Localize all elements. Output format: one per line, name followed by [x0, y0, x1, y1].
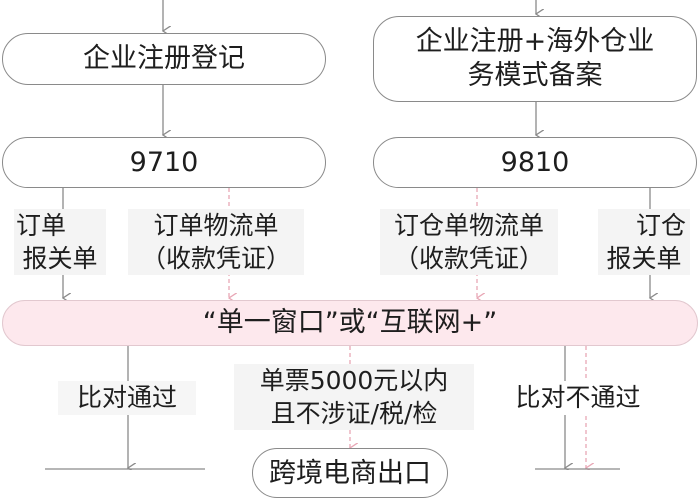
edge-label-line: 订单 — [16, 211, 67, 240]
edge-label-comparison-pass: 比对通过 — [58, 381, 196, 415]
edge-label-line: 且不涉证/税/检 — [270, 399, 438, 428]
edge-label-line: 单票5000元以内 — [259, 366, 449, 395]
edge-label-line: 报关单 — [606, 244, 682, 273]
single-window-label: “单一窗口”或“互联网+” — [202, 307, 498, 338]
code-9810-label: 9810 — [500, 146, 570, 178]
edge-label-line: （收款凭证） — [393, 244, 544, 273]
node-enterprise-registration: 企业注册登记 — [2, 33, 326, 85]
cross-border-export-label: 跨境电商出口 — [269, 458, 431, 489]
edge-label-simplified-declaration: 单票5000元以内 且不涉证/税/检 — [234, 364, 474, 430]
edge-label-line: 比对通过 — [76, 383, 177, 412]
node-enterprise-registration-label: 企业注册登记 — [83, 43, 245, 74]
edge-label-order-declaration-9710: 订单 报关单 — [14, 209, 106, 275]
edge-label-line: 订仓 — [635, 211, 686, 240]
edge-label-booking-declaration-9810: 订仓 报关单 — [598, 209, 690, 275]
node-enterprise-registration-overseas-warehouse: 企业注册+海外仓业 务模式备案 — [373, 16, 697, 102]
edge-label-line: 订单物流单 — [153, 211, 279, 240]
node-code-9810: 9810 — [373, 137, 697, 188]
node-overseas-line1: 企业注册+海外仓业 — [415, 26, 655, 57]
node-single-window: “单一窗口”或“互联网+” — [2, 300, 698, 346]
node-code-9710: 9710 — [2, 137, 326, 188]
edge-label-comparison-fail: 比对不通过 — [494, 381, 662, 415]
edge-label-line: 订仓单物流单 — [393, 211, 544, 240]
edge-label-line: 报关单 — [22, 244, 98, 273]
edge-label-booking-logistics-9810: 订仓单物流单 （收款凭证） — [380, 209, 558, 275]
node-cross-border-export: 跨境电商出口 — [252, 448, 448, 498]
node-overseas-line2: 务模式备案 — [467, 60, 603, 91]
edge-label-line: （收款凭证） — [140, 244, 291, 273]
code-9710-label: 9710 — [129, 146, 199, 178]
edge-label-line: 比对不通过 — [515, 383, 641, 412]
edge-label-order-logistics-9710: 订单物流单 （收款凭证） — [128, 209, 304, 275]
